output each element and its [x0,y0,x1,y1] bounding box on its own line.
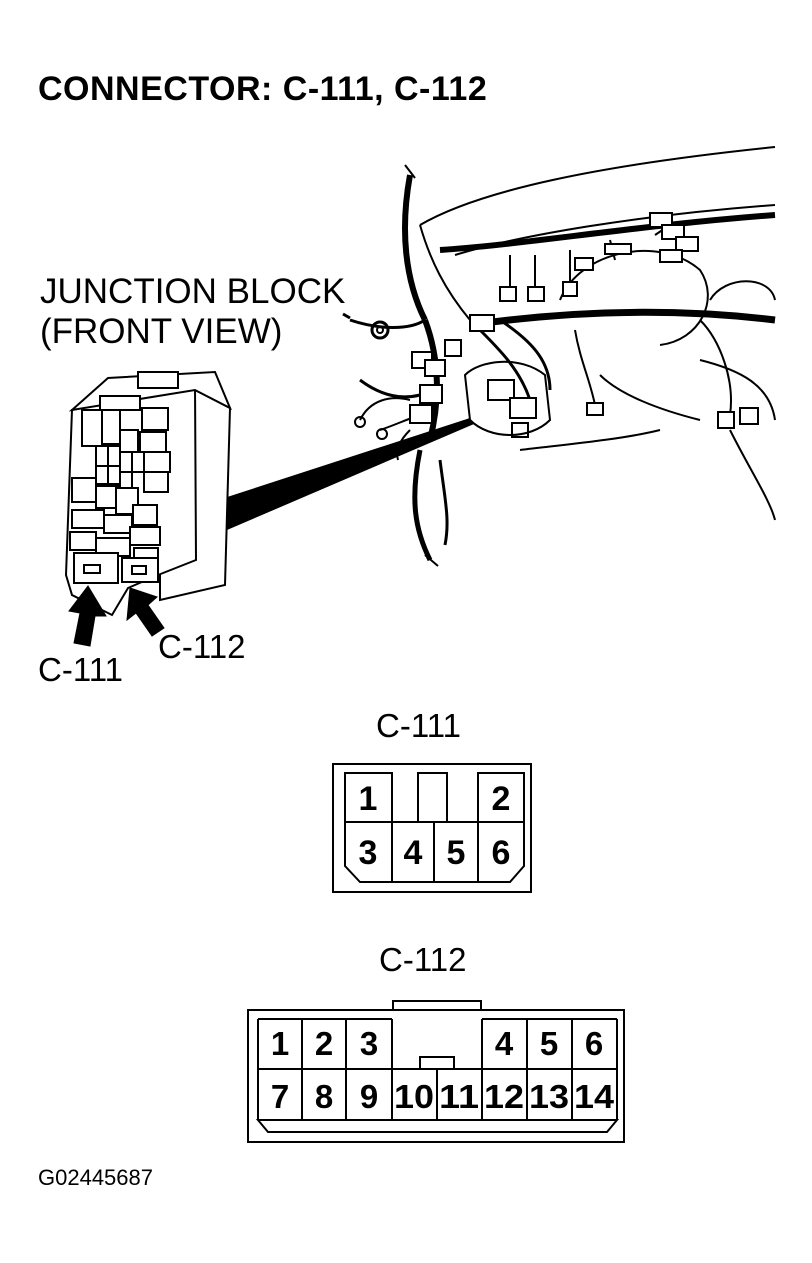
c112-callout-label: C-112 [158,628,246,665]
c112-pin-5: 5 [540,1025,558,1062]
c111-connector-face [332,763,532,893]
c112-arrow [126,587,165,637]
junction-block-pointer [218,418,474,533]
c112-pin-13: 13 [529,1078,569,1115]
junction-block-label: JUNCTION BLOCK [40,272,346,311]
c112-pin-6: 6 [585,1025,603,1062]
c111-pin-3: 3 [359,834,378,872]
c112-pin-14: 14 [574,1078,615,1115]
c112-pin-3: 3 [360,1025,378,1062]
c111-callout-label: C-111 [38,651,123,688]
c112-connector-title: C-112 [379,941,467,978]
junction-block-view-label: (FRONT VIEW) [40,312,283,351]
c112-pin-9: 9 [360,1078,378,1115]
c112-pin-10: 10 [394,1078,434,1115]
c111-pin-1: 1 [359,780,378,818]
c111-pin-4: 4 [404,834,423,872]
c112-pin-7: 7 [271,1078,289,1115]
c111-arrow [68,585,107,647]
c112-pin-labels: 1 2 3 4 5 6 7 8 9 10 11 12 13 14 [271,1025,615,1115]
c111-connector-title: C-111 [376,707,461,744]
junction-block-illustration [64,370,232,617]
c111-pin-5: 5 [447,834,466,872]
c111-pin-labels: 1 2 3 4 5 6 [359,780,511,872]
c112-pin-4: 4 [495,1025,514,1062]
figure-code: G02445687 [38,1165,153,1190]
c112-pin-2: 2 [315,1025,333,1062]
c112-pin-1: 1 [271,1025,289,1062]
c111-pin-6: 6 [492,834,511,872]
c111-pin-2: 2 [492,780,511,818]
diagram-title: CONNECTOR: C-111, C-112 [38,70,488,108]
dashboard-illustration [342,146,776,567]
c112-pin-11: 11 [439,1078,479,1115]
c112-connector-face [247,1000,625,1143]
c112-pin-8: 8 [315,1078,333,1115]
c112-pin-12: 12 [484,1078,524,1115]
